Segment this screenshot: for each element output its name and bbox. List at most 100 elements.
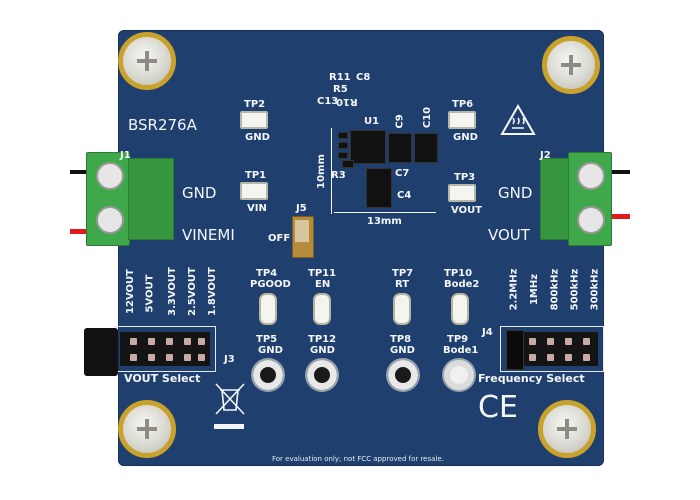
passive-c13 [338,142,348,149]
ref-c9: C9 [394,114,406,129]
j2-vout-label: VOUT [488,226,530,244]
j4-pin [583,354,590,361]
tp9-net: Bode1 [443,345,479,356]
j3-option-3: 3.3VOUT [166,267,178,316]
test-pad-tp6[interactable] [448,111,476,129]
test-pad-tp10[interactable] [451,293,469,325]
tp3-ref: TP3 [454,172,476,183]
capacitor-c10 [414,133,438,163]
j5-jumper[interactable] [295,220,309,242]
j4-option-2: 1MHz [529,273,541,306]
dimension-line-horizontal [334,212,436,213]
red-wire-right [596,214,630,219]
terminal-screw-j1-bottom[interactable] [96,206,124,234]
j4-title: Frequency Select [478,372,585,385]
test-pad-tp1[interactable] [240,182,268,200]
footer-note: For evaluation only; not FCC approved fo… [272,455,444,463]
weee-bar [214,424,244,429]
j3-pin [184,338,191,345]
ref-u1: U1 [364,116,380,127]
passive-r3 [342,160,354,168]
terminal-screw-j2-top[interactable] [577,162,605,190]
ref-c8: C8 [356,72,371,83]
tp10-net: Bode2 [444,279,480,290]
j4-option-3: 800kHz [549,268,561,311]
test-pad-tp4[interactable] [259,293,277,325]
tp11-ref: TP11 [308,268,337,279]
mounting-screw-bottom-right [538,400,596,458]
mounting-screw-top-right [542,36,600,94]
j3-pin [198,354,205,361]
mounting-screw-top-left [118,32,176,90]
terminal-screw-j1-top[interactable] [96,162,124,190]
j4-option-1: 2.2MHz [508,268,520,311]
test-point-tp12[interactable] [305,358,339,392]
j3-jumper[interactable] [84,328,118,376]
tp7-net: RT [395,279,410,290]
j1-ref: J1 [120,150,131,161]
ref-r11: R11 [329,72,351,83]
tp8-net: GND [390,345,415,356]
ref-r10: R10 [336,96,358,107]
j1-vin-label: VINEMI [182,226,235,244]
tp6-ref: TP6 [452,99,474,110]
test-point-tp5[interactable] [251,358,285,392]
test-point-tp8[interactable] [386,358,420,392]
tp3-net: VOUT [451,205,483,216]
test-pad-tp7[interactable] [393,293,411,325]
passive-r10 [338,132,348,139]
dimension-10mm: 10mm [315,154,327,189]
tp10-ref: TP10 [444,268,473,279]
crossed-bin-icon [215,383,245,415]
j4-pin [529,338,536,345]
test-pad-tp11[interactable] [313,293,331,325]
tp5-ref: TP5 [256,334,278,345]
tp4-ref: TP4 [256,268,278,279]
black-wire-right [596,170,630,174]
j4-pin [547,354,554,361]
j3-option-2: 5VOUT [144,274,156,313]
j3-option-5: 1.8VOUT [206,267,218,316]
passive-r5 [338,152,348,159]
j4-pin [547,338,554,345]
j3-pin [198,338,205,345]
j3-pin [166,338,173,345]
test-pad-tp3[interactable] [448,184,476,202]
pcb-board [118,30,604,466]
j2-gnd-label: GND [498,184,533,202]
mounting-screw-bottom-left [118,400,176,458]
j5-ref: J5 [296,203,307,214]
j5-off-label: OFF [268,233,291,244]
j3-pin [148,338,155,345]
hot-surface-warning-icon [500,104,536,135]
j1-gnd-label: GND [182,184,217,202]
j4-outline [500,326,604,372]
test-point-tp9[interactable] [442,358,476,392]
ref-c4: C4 [397,190,412,201]
j3-pin [130,354,137,361]
j3-pin [148,354,155,361]
tp1-net: VIN [247,203,267,214]
j4-pin [565,338,572,345]
tp7-ref: TP7 [392,268,414,279]
j4-ref: J4 [482,327,493,338]
j4-jumper[interactable] [506,330,524,370]
dimension-line-vertical [331,128,332,214]
j4-pin [583,338,590,345]
terminal-screw-j2-bottom[interactable] [577,206,605,234]
ref-c13: C13 [317,96,339,107]
ic-u1 [350,130,386,164]
tp12-net: GND [310,345,335,356]
j3-title: VOUT Select [124,372,201,385]
j2-ref: J2 [540,150,551,161]
board-part-number: BSR276A [128,116,197,134]
capacitor-c9 [388,133,412,163]
j4-option-4: 500kHz [569,268,581,311]
tp1-ref: TP1 [245,170,267,181]
tp2-ref: TP2 [244,99,266,110]
tp9-ref: TP9 [447,334,469,345]
j4-pin [529,354,536,361]
ref-r5: R5 [333,84,348,95]
j3-ref: J3 [224,354,235,365]
test-pad-tp2[interactable] [240,111,268,129]
